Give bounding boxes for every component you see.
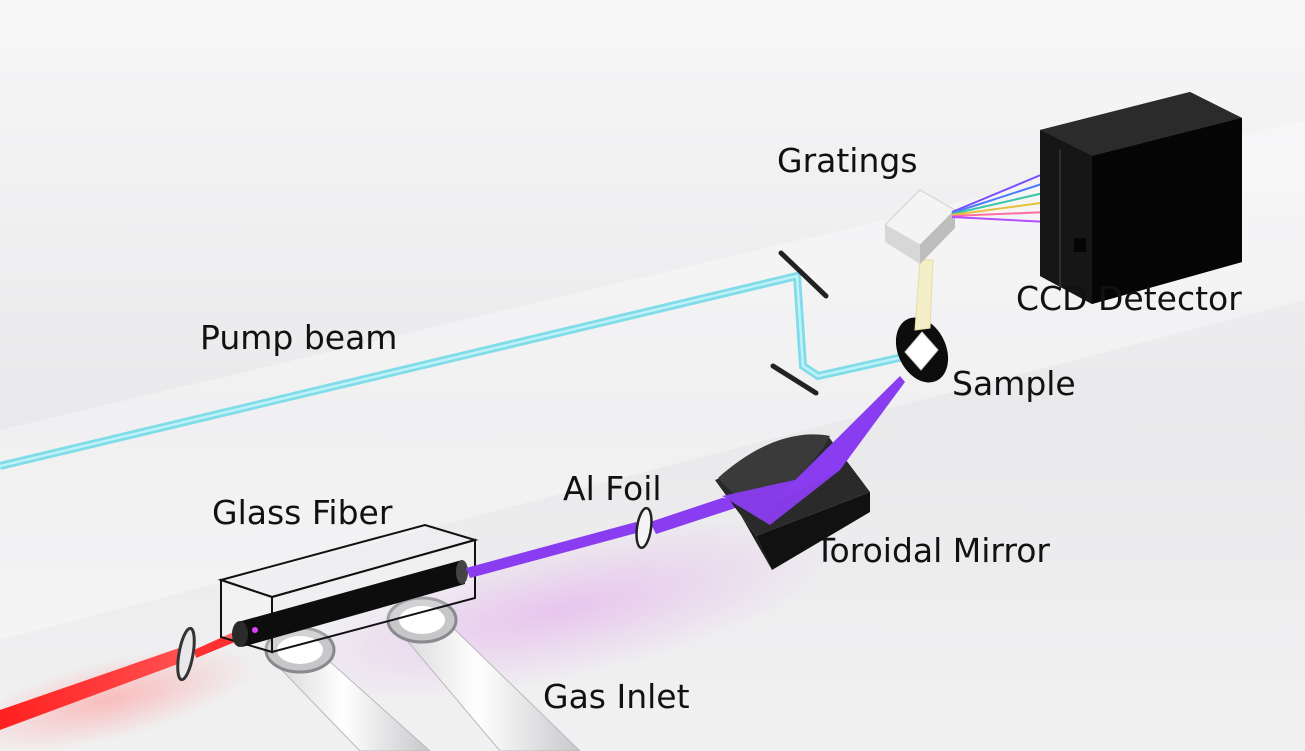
floor-highlight: [0, 120, 1305, 640]
xuv-beam-to-sample: [770, 376, 905, 505]
pump-beam: [0, 271, 926, 470]
pump-mirror-lower: [770, 363, 819, 396]
label-glass-fiber: Glass Fiber: [212, 493, 393, 532]
al-foil-filter: [635, 506, 653, 550]
label-gratings: Gratings: [777, 141, 918, 180]
pump-mirror-upper: [778, 250, 829, 299]
focusing-lens: [176, 626, 196, 682]
beam-to-gratings: [914, 259, 934, 331]
glass-fiber-cell: [217, 523, 479, 654]
xuv-beam: [466, 498, 760, 578]
label-sample: Sample: [952, 364, 1076, 403]
ccd-detector: [1040, 92, 1242, 304]
label-gas-inlet: Gas Inlet: [543, 677, 690, 716]
spectral-rays: [951, 171, 1049, 223]
gratings: [884, 189, 956, 264]
label-pump-beam: Pump beam: [200, 318, 397, 357]
gas-inlet-tubes: [264, 596, 581, 751]
sample-holder: [895, 317, 949, 383]
label-toroidal-mirror: Toroidal Mirror: [814, 531, 1050, 570]
label-ccd-detector: CCD Detector: [1016, 279, 1242, 318]
label-al-foil: Al Foil: [563, 469, 662, 508]
driving-laser-beam: [0, 630, 240, 730]
